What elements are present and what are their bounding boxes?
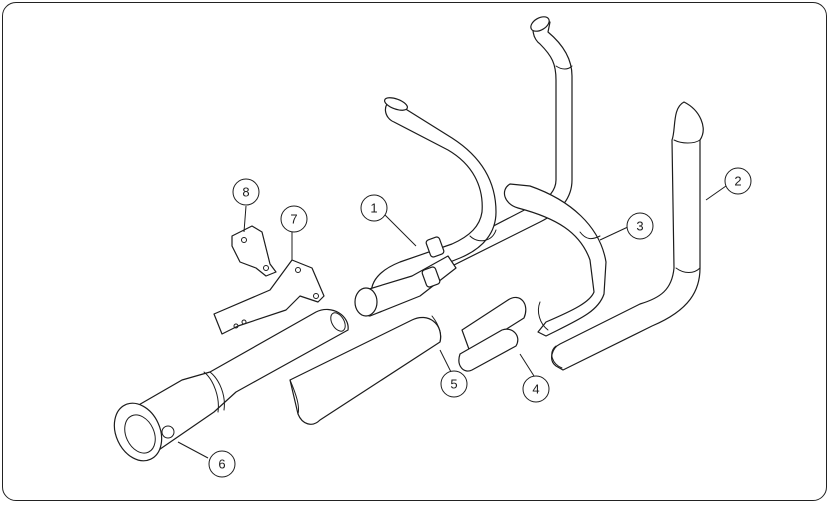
callout-4: 4 [522,375,550,403]
callout-label-1: 1 [370,201,377,216]
callout-label-5: 5 [450,377,457,392]
callout-circle-8 [232,178,260,206]
part-small-shields [458,296,527,372]
callout-8: 8 [232,178,260,206]
callout-label-3: 3 [636,219,643,234]
part-bracket-long [213,259,325,335]
callout-label-4: 4 [532,382,539,397]
callout-circle-5 [440,370,468,398]
part-bracket-small [231,225,277,277]
part-muffler [113,308,349,462]
callout-circle-3 [626,212,654,240]
callout-leaders [177,185,727,459]
part-crossover-pipes [354,97,497,317]
callout-circle-6 [208,450,236,478]
callout-label-8: 8 [242,185,249,200]
callout-2: 2 [724,167,752,195]
callout-label-6: 6 [218,457,225,472]
part-rear-header-pipe [551,101,704,371]
callout-circle-7 [280,205,308,233]
callout-7: 7 [280,205,308,233]
callout-circle-2 [724,167,752,195]
callout-6: 6 [208,450,236,478]
part-heat-shield [289,315,442,425]
part-front-header-pipe [423,16,607,337]
callout-label-2: 2 [734,174,741,189]
callout-circle-4 [522,375,550,403]
callout-label-7: 7 [290,212,297,227]
callout-1: 1 [360,194,388,222]
callout-circle-1 [360,194,388,222]
callout-5: 5 [440,370,468,398]
callout-3: 3 [626,212,654,240]
